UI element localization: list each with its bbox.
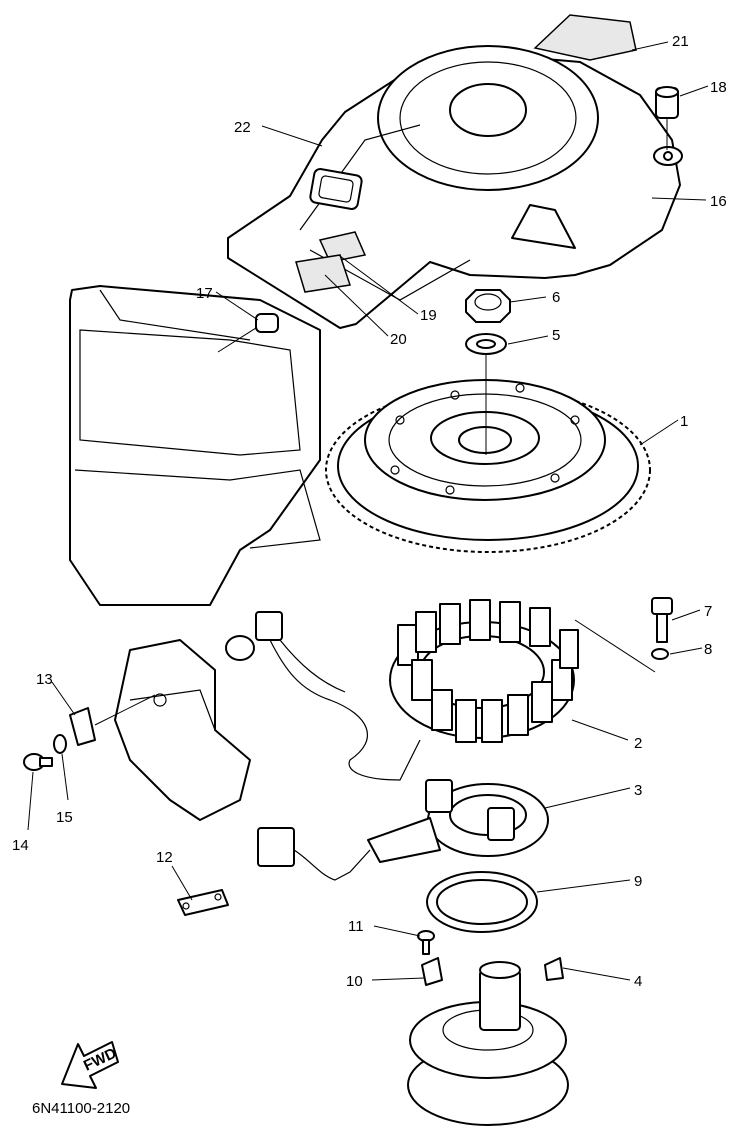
grommet xyxy=(655,86,679,119)
callout-22: 22 xyxy=(234,119,251,136)
callout-1: 1 xyxy=(680,413,688,430)
callout-9: 9 xyxy=(634,873,642,890)
callout-3: 3 xyxy=(634,782,642,799)
flywheel-cover xyxy=(227,45,683,329)
callout-8: 8 xyxy=(704,641,712,658)
washer-8 xyxy=(651,648,669,660)
bracket xyxy=(69,707,96,746)
plate xyxy=(177,889,229,916)
callout-17: 17 xyxy=(196,285,213,302)
callout-18: 18 xyxy=(710,79,727,96)
plug xyxy=(217,313,279,353)
pulser-coil xyxy=(367,779,549,863)
stator xyxy=(389,599,579,743)
label-plate xyxy=(533,14,637,61)
callout-20: 20 xyxy=(390,331,407,348)
cdi-unit xyxy=(69,285,321,606)
callout-7: 7 xyxy=(704,603,712,620)
callout-6: 6 xyxy=(552,289,560,306)
screw-11 xyxy=(417,930,435,955)
washer xyxy=(465,333,507,355)
label-plate-19 xyxy=(318,231,367,263)
bracket-10 xyxy=(421,957,443,986)
screw xyxy=(23,753,53,771)
label-plate-20 xyxy=(295,254,351,293)
stator-harness xyxy=(225,611,421,781)
washer-15 xyxy=(53,734,67,754)
bolt xyxy=(651,597,673,643)
callout-12: 12 xyxy=(156,849,173,866)
fwd-arrow-icon: FWD xyxy=(61,1041,119,1089)
callout-5: 5 xyxy=(552,327,560,344)
callout-14: 14 xyxy=(12,837,29,854)
leader-lines xyxy=(27,41,709,981)
crankshaft-base xyxy=(407,961,569,1126)
callout-21: 21 xyxy=(672,33,689,50)
pulser-harness xyxy=(257,827,371,881)
callout-2: 2 xyxy=(634,735,642,752)
diagram-code: 6N41100-2120 xyxy=(32,1100,131,1117)
callout-10: 10 xyxy=(346,973,363,990)
key xyxy=(544,957,564,981)
callout-19: 19 xyxy=(420,307,437,324)
callout-4: 4 xyxy=(634,973,642,990)
callout-11: 11 xyxy=(348,918,364,935)
nut xyxy=(465,289,511,323)
callout-16: 16 xyxy=(710,193,727,210)
flywheel xyxy=(325,379,651,553)
callout-13: 13 xyxy=(36,671,53,688)
callout-15: 15 xyxy=(56,809,73,826)
ring xyxy=(426,871,538,933)
engine-block xyxy=(114,639,251,821)
